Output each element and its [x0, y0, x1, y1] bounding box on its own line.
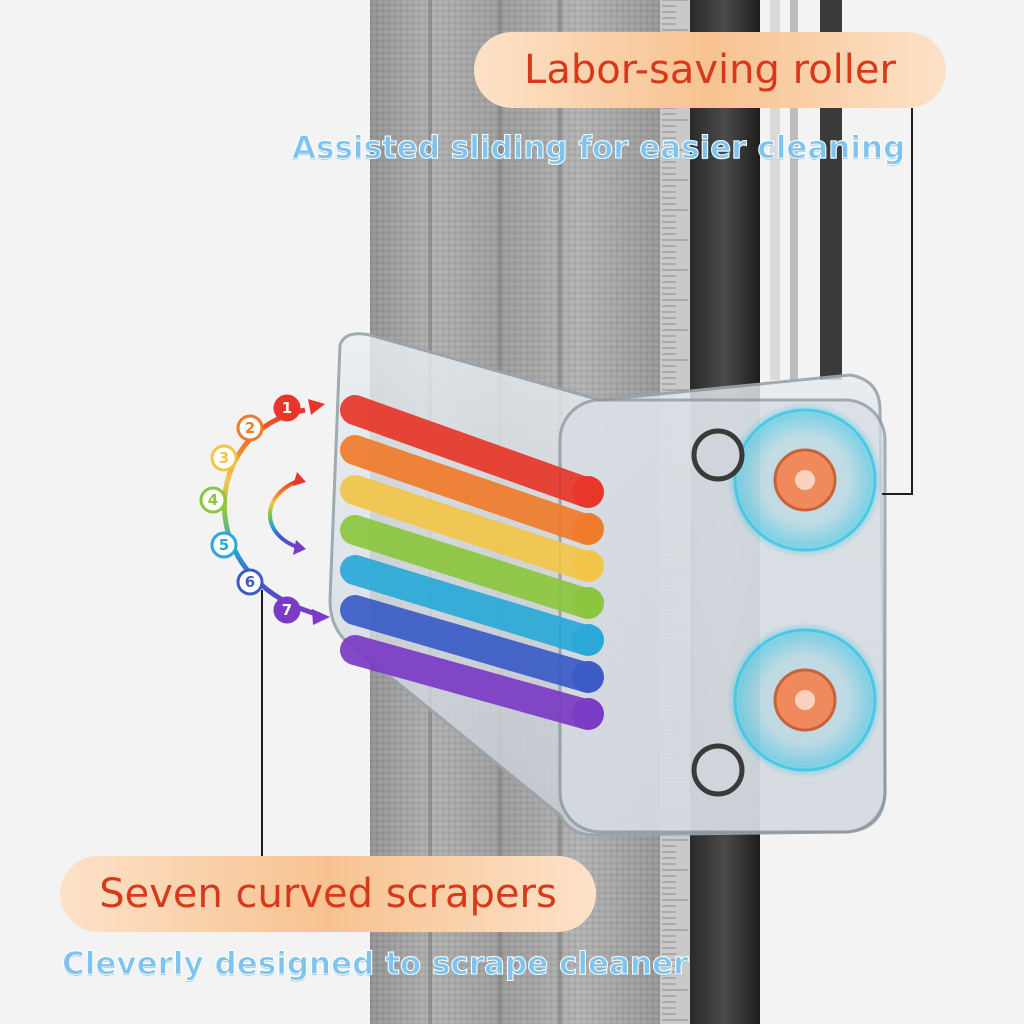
- scraper-bar-tip: [572, 624, 604, 656]
- screw-holes: [691, 428, 745, 797]
- step-badge-circle: [273, 596, 301, 624]
- scraper-callout-subtitle: Cleverly designed to scrape cleaner: [61, 946, 689, 983]
- scraper-bar-tip: [572, 550, 604, 582]
- scraper-bar-tip: [572, 698, 604, 730]
- scraper-bar: [340, 595, 600, 692]
- scraper-bar: [340, 475, 600, 581]
- step-badge-number: 1: [282, 399, 292, 417]
- step-badge-number: 4: [208, 491, 218, 509]
- step-badge-circle: [199, 486, 227, 514]
- step-badge-number: 7: [282, 601, 292, 619]
- scraper-bar: [340, 635, 600, 729]
- scraper-callout-title: Seven curved scrapers: [60, 856, 596, 932]
- scraper-bar-tip: [572, 513, 604, 545]
- step-badge-number: 2: [245, 419, 255, 437]
- step-badge-circle: [210, 531, 238, 559]
- roller-callout-title: Labor-saving roller: [474, 32, 946, 108]
- step-badge-circle: [236, 414, 264, 442]
- step-badge-circle: [210, 444, 238, 472]
- roller-top: [727, 402, 883, 558]
- roller-bottom: [727, 622, 883, 778]
- scraper-bar-tip: [572, 476, 604, 508]
- curved-scrapers: [340, 395, 604, 730]
- step-badge-number: 3: [219, 449, 229, 467]
- roller-callout-subtitle: Assisted sliding for easier cleaning: [291, 130, 906, 167]
- step-badge-number: 5: [219, 536, 229, 554]
- scraper-bar: [340, 555, 600, 655]
- scraper-bar-tip: [572, 587, 604, 619]
- scraper-bar: [340, 435, 600, 544]
- step-badge-circle: [236, 568, 264, 596]
- scraper-bar-tip: [572, 661, 604, 693]
- step-badge-number: 6: [245, 573, 255, 591]
- scraper-bar: [340, 395, 600, 507]
- step-badge-circle: [273, 394, 301, 422]
- callout-leader-lines: [261, 108, 913, 858]
- scraper-bar: [340, 515, 600, 618]
